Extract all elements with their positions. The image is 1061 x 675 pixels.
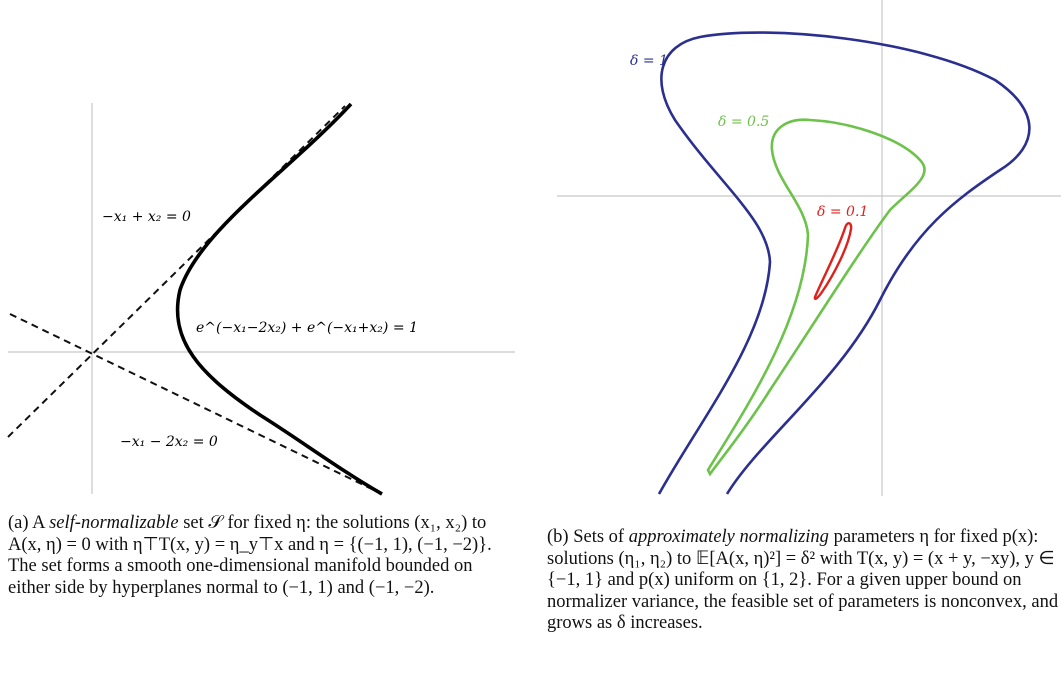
contour-delta-1 — [657, 31, 1031, 495]
contour-delta-0-1 — [813, 222, 853, 300]
caption-b-body: parameters η for fixed p(x): solutions (… — [547, 527, 1059, 633]
figure-canvas: −x₁ + x₂ = 0 e^(−x₁−2x₂) + e^(−x₁+x₂) = … — [7, 0, 1061, 496]
caption-a: (a) A self-normalizable set 𝒮 for fixed … — [8, 513, 516, 599]
label-delta-1: δ = 1 — [630, 53, 668, 69]
self-normalizable-curve — [175, 102, 383, 496]
caption-b-prefix: (b) Sets of — [547, 527, 629, 547]
label-asymptote-2: −x₁ − 2x₂ = 0 — [120, 434, 218, 450]
panel-b: δ = 1 δ = 0.5 δ = 0.1 — [557, 0, 1061, 496]
caption-a-emphasis: self-normalizable — [49, 513, 179, 533]
caption-a-body: set 𝒮 for fixed η: the solutions (x₁, x₂… — [8, 513, 492, 598]
caption-a-prefix: (a) A — [8, 513, 50, 533]
asymptote-1-dashed — [7, 105, 346, 438]
label-delta-0-1: δ = 0.1 — [817, 204, 868, 220]
label-asymptote-1: −x₁ + x₂ = 0 — [102, 209, 191, 225]
caption-b: (b) Sets of approximately normalizing pa… — [547, 527, 1061, 635]
label-curve-equation: e^(−x₁−2x₂) + e^(−x₁+x₂) = 1 — [196, 320, 418, 336]
caption-b-emphasis: approximately normalizing — [628, 527, 829, 547]
asymptote-2-dashed — [9, 313, 379, 493]
panel-a: −x₁ + x₂ = 0 e^(−x₁−2x₂) + e^(−x₁+x₂) = … — [7, 102, 515, 496]
contour-delta-0-5 — [706, 118, 926, 477]
label-delta-0-5: δ = 0.5 — [718, 114, 769, 130]
